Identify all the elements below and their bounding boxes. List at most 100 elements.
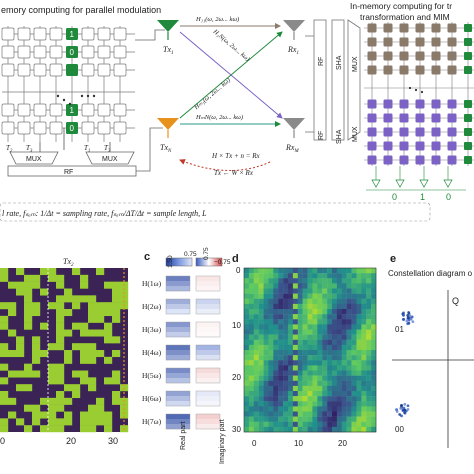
- heatmap-cell: [288, 365, 294, 371]
- heatmap-cell: [104, 309, 113, 317]
- heatmap-cell: [244, 421, 250, 428]
- heatmap-cell: [288, 334, 294, 340]
- heatmap-cell: [336, 411, 342, 417]
- imag-frame: [195, 367, 221, 384]
- heatmap-cell: [268, 273, 274, 279]
- heatmap-cell: [332, 421, 338, 428]
- heatmap-cell: [336, 426, 342, 433]
- svg-text:Rx1: Rx1: [287, 45, 299, 56]
- heatmap-cell: [288, 360, 294, 366]
- heatmap-cell: [302, 293, 308, 299]
- panel-d: d 0 10 20 30 0 10 20: [232, 253, 377, 448]
- heatmap-cell: [273, 314, 279, 320]
- heatmap-cell: [351, 273, 357, 279]
- panel-d-xtick-1: 10: [294, 439, 303, 448]
- heatmap-cell: [297, 283, 303, 289]
- heatmap-cell: [278, 370, 284, 376]
- ellipsis-dot: [420, 90, 424, 94]
- heatmap-cell: [302, 273, 308, 279]
- heatmap-cell: [273, 365, 279, 371]
- crossbar-array-right: [364, 22, 474, 166]
- heatmap-cell: [278, 426, 284, 433]
- heatmap-cell: [112, 315, 121, 323]
- heatmap-cell: [288, 396, 294, 402]
- heatmap-cell: [307, 385, 313, 392]
- constellation-dot: [400, 404, 403, 408]
- heatmap-cell: [356, 329, 362, 335]
- heatmap-cell: [322, 339, 328, 346]
- heatmap-cell: [302, 268, 308, 274]
- memory-cell: [33, 45, 47, 59]
- heatmap-cell: [361, 303, 367, 310]
- heatmap-cell: [327, 314, 333, 320]
- heatmap-cell: [317, 370, 323, 376]
- imag-cell: [196, 419, 220, 425]
- heatmap-cell: [292, 391, 298, 397]
- heatmap-cell: [273, 360, 279, 366]
- heatmap-cell: [248, 360, 254, 366]
- heatmap-cell: [336, 396, 342, 402]
- heatmap-cell: [371, 319, 377, 325]
- heatmap-cell: [341, 314, 347, 320]
- heatmap-cell: [317, 375, 323, 381]
- heatmap-cell: [112, 397, 121, 405]
- heatmap-cell: [317, 339, 323, 346]
- heatmap-cell: [361, 355, 367, 361]
- heatmap-cell: [351, 283, 357, 289]
- output-digit: 0: [392, 192, 397, 202]
- heatmap-cell: [253, 344, 259, 351]
- heatmap-cell: [244, 278, 250, 284]
- rx1-label: Rx: [287, 45, 297, 54]
- amplifier-icon: [419, 179, 429, 188]
- heatmap-cell: [371, 375, 377, 381]
- heatmap-cell: [322, 385, 328, 392]
- imag-cell: [196, 350, 220, 356]
- memory-cell: [415, 65, 425, 75]
- heatmap-cell: [312, 380, 318, 387]
- heatmap-cell: [258, 401, 264, 407]
- panel-b-title-sub: 2: [71, 263, 74, 268]
- heatmap-cell: [48, 404, 57, 412]
- heatmap-cell: [346, 421, 352, 428]
- memory-cell: [113, 45, 127, 59]
- heatmap-cell: [292, 416, 298, 422]
- heatmap-cell: [278, 380, 284, 387]
- rf-label-r2: RF: [318, 131, 325, 140]
- heatmap-cell: [317, 391, 323, 397]
- heatmap-cell: [317, 411, 323, 417]
- heatmap-cell: [346, 401, 352, 407]
- heatmap-cell: [88, 377, 97, 385]
- heatmap-cell: [302, 380, 308, 387]
- heatmap-cell: [366, 319, 372, 325]
- heatmap-cell: [297, 426, 303, 433]
- rxm-antenna-icon: [283, 118, 305, 130]
- heatmap-cell: [273, 380, 279, 387]
- heatmap-cell: [297, 268, 303, 274]
- heatmap-cell: [40, 350, 49, 358]
- heatmap-cell: [263, 365, 269, 371]
- memory-cell: [17, 103, 31, 117]
- real-cell: [166, 304, 190, 310]
- row-label: H(3ω): [142, 325, 162, 334]
- heatmap-cell: [278, 365, 284, 371]
- heatmap-cell: [278, 278, 284, 284]
- heatmap-cell: [56, 309, 65, 317]
- heatmap-cell: [292, 396, 298, 402]
- heatmap-cell: [327, 324, 333, 330]
- heatmap-cell: [371, 293, 377, 299]
- real-cell: [166, 378, 190, 384]
- heatmap-cell: [327, 421, 333, 428]
- heatmap-cell: [24, 302, 33, 310]
- heatmap-cell: [244, 365, 250, 371]
- heatmap-cell: [244, 293, 250, 299]
- heatmap-cell: [253, 350, 259, 356]
- heatmap-cell: [8, 370, 17, 378]
- real-cell: [166, 286, 190, 292]
- heatmap-cell: [332, 314, 338, 320]
- heatmap-cell: [332, 406, 338, 412]
- heatmap-cell: [312, 350, 318, 356]
- heatmap-cell: [258, 380, 264, 387]
- heatmap-cell: [332, 350, 338, 356]
